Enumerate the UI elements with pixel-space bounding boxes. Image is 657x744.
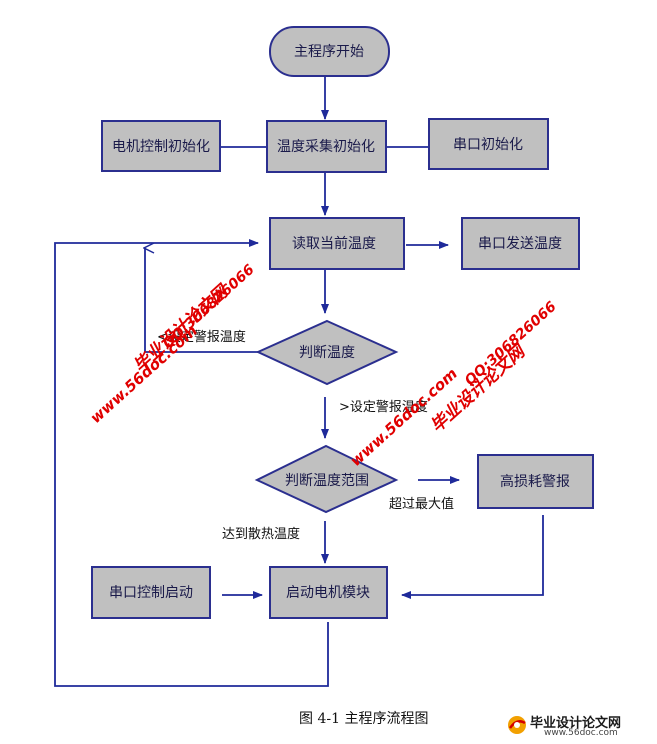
connectors — [54, 77, 544, 687]
node-start-label: 主程序开始 — [294, 44, 364, 60]
node-motor-init-label: 电机控制初始化 — [112, 138, 210, 155]
node-read-temp-label: 读取当前温度 — [292, 235, 376, 252]
node-judge-temp: 判断温度 — [255, 319, 399, 386]
node-temp-init-label: 温度采集初始化 — [277, 138, 375, 155]
edge-label-above-alarm: >设定警报温度 — [339, 399, 428, 415]
edge-label-reach-cooling: 达到散热温度 — [222, 526, 300, 542]
node-high-loss-alarm: 高损耗警报 — [477, 454, 594, 509]
watermark-right-qq: QQ:306826066 — [462, 299, 560, 389]
node-start-motor-label: 启动电机模块 — [286, 585, 370, 601]
node-start-motor: 启动电机模块 — [269, 566, 388, 619]
node-start: 主程序开始 — [269, 26, 390, 77]
node-temp-init: 温度采集初始化 — [266, 120, 387, 173]
node-judge-temp-label: 判断温度 — [299, 345, 355, 361]
edge-label-below-alarm: <设定警报温度 — [157, 329, 246, 345]
node-serial-send-label: 串口发送温度 — [478, 236, 562, 252]
node-serial-init-label: 串口初始化 — [453, 136, 523, 153]
watermark-right: QQ:306826066 www.56doc.com 毕业设计论文网 — [347, 299, 560, 470]
edge-judge-below-loop — [145, 248, 258, 353]
node-serial-send: 串口发送温度 — [461, 217, 580, 270]
logo-icon — [508, 716, 526, 734]
site-logo: 毕业设计论文网 www.56doc.com — [500, 712, 655, 742]
node-judge-range: 判断温度范围 — [254, 444, 399, 514]
figure-caption: 图 4-1 主程序流程图 — [299, 711, 429, 727]
node-serial-init: 串口初始化 — [428, 118, 549, 170]
node-motor-init: 电机控制初始化 — [101, 120, 221, 172]
node-serial-ctrl-start: 串口控制启动 — [91, 566, 211, 619]
logo-name: 毕业设计论文网 — [530, 716, 622, 731]
edge-label-over-max: 超过最大值 — [389, 496, 454, 512]
node-judge-range-label: 判断温度范围 — [285, 472, 369, 489]
edge-alarm-to-start-motor — [401, 515, 544, 599]
edge-main-loop — [54, 239, 329, 687]
node-read-temp: 读取当前温度 — [269, 217, 405, 270]
node-high-loss-alarm-label: 高损耗警报 — [500, 473, 570, 490]
logo-url: www.56doc.com — [544, 728, 618, 738]
node-serial-ctrl-start-label: 串口控制启动 — [109, 585, 193, 601]
